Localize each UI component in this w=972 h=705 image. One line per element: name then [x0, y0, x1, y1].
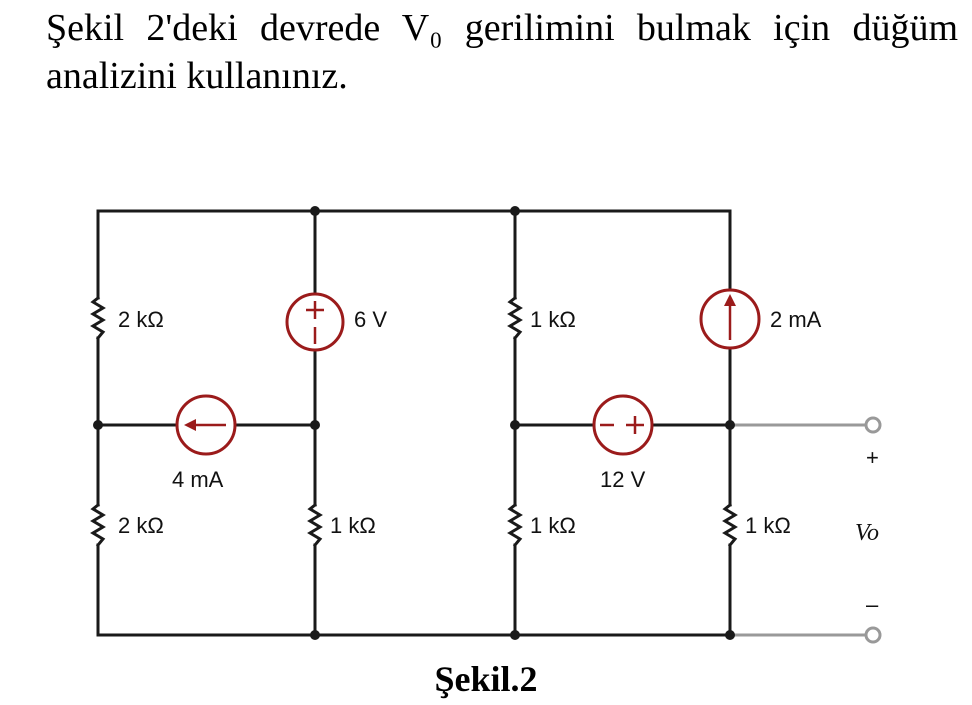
resistor-1k-top-mid — [507, 295, 523, 341]
label-v-source-12: 12 V — [600, 467, 646, 492]
label-r-bot-mid2: 1 kΩ — [530, 513, 576, 538]
output-terminal-negative — [864, 626, 882, 644]
resistor-2k-bottom-left — [90, 502, 106, 548]
voltage-source-6v — [285, 292, 345, 352]
voltage-source-12v — [592, 394, 654, 456]
current-source-2ma — [699, 288, 761, 350]
junction-dots — [93, 206, 735, 640]
label-vo: Vo — [855, 520, 879, 546]
resistor-2k-top-left — [90, 295, 106, 341]
label-r-top-left: 2 kΩ — [118, 307, 164, 332]
label-v-source-6: 6 V — [354, 307, 387, 332]
resistor-1k-bottom-mid1 — [307, 502, 323, 548]
problem-statement: Şekil 2'deki devrede V₀ gerilimini bulma… — [46, 7, 958, 97]
label-r-bot-right: 1 kΩ — [745, 513, 791, 538]
current-source-4ma — [175, 394, 237, 456]
figure-caption: Şekil.2 — [434, 659, 538, 699]
label-plus: + — [866, 445, 879, 470]
label-r-bot-mid1: 1 kΩ — [330, 513, 376, 538]
label-i-source-4: 4 mA — [172, 467, 224, 492]
label-i-source-2: 2 mA — [770, 307, 822, 332]
label-r-bot-left: 2 kΩ — [118, 513, 164, 538]
label-minus: – — [866, 592, 879, 617]
resistor-1k-bottom-mid2 — [507, 502, 523, 548]
output-terminal-positive — [864, 416, 882, 434]
resistor-1k-bottom-right — [722, 502, 738, 548]
label-r-top-mid: 1 kΩ — [530, 307, 576, 332]
